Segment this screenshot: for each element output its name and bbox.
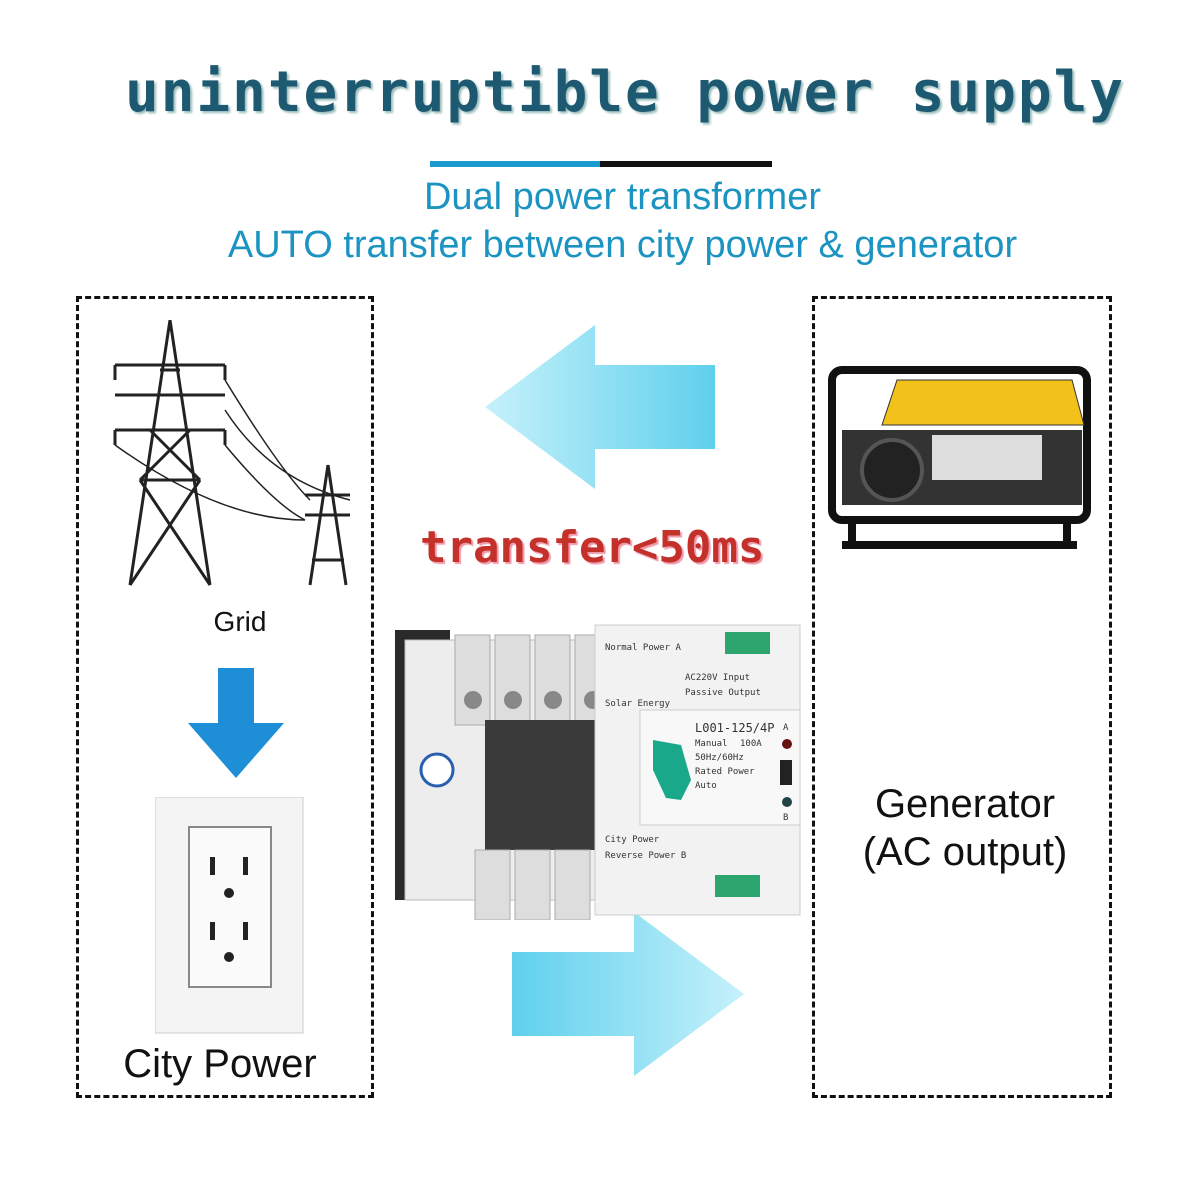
subtitle-line1: Dual power transformer xyxy=(423,176,822,218)
down-arrow-icon xyxy=(188,668,284,778)
wall-outlet-icon xyxy=(155,797,304,1034)
generator-panel xyxy=(812,296,1112,1098)
transfer-time-label: transfer<50ms xyxy=(420,522,765,573)
generator-label-line2: (AC output) xyxy=(862,830,1068,874)
model-text: L001-125/4P xyxy=(695,721,774,735)
rated-power-text: Rated Power xyxy=(695,767,755,777)
indicator-a-text: A xyxy=(783,723,789,733)
city-power-label: City Power xyxy=(123,1042,317,1086)
power-tower-icon xyxy=(113,320,351,586)
reverse-power-text: Reverse Power B xyxy=(605,851,686,861)
subtitle-line2: AUTO transfer between city power & gener… xyxy=(227,224,1018,266)
grid-label: Grid xyxy=(213,606,267,637)
indicator-b-text: B xyxy=(783,813,788,823)
manual-text: Manual xyxy=(695,739,728,749)
generator-icon xyxy=(828,366,1091,549)
transfer-switch-device: Normal Power A AC220V Input Passive Outp… xyxy=(395,624,801,920)
output-text: Passive Output xyxy=(685,688,761,698)
page-title: uninterruptible power supply xyxy=(124,60,1125,125)
city-power-device-text: City Power xyxy=(605,835,660,845)
solar-energy-text: Solar Energy xyxy=(605,699,671,709)
auto-text: Auto xyxy=(695,781,717,791)
title-underline-black xyxy=(600,161,772,167)
normal-power-text: Normal Power A xyxy=(605,643,681,653)
left-arrow-icon xyxy=(485,325,715,489)
current-text: 100A xyxy=(740,739,762,749)
frequency-text: 50Hz/60Hz xyxy=(695,753,744,763)
right-arrow-icon xyxy=(512,912,744,1076)
input-text: AC220V Input xyxy=(685,673,750,683)
city-power-panel xyxy=(76,296,374,1098)
generator-label: Generator (AC output) xyxy=(815,780,1115,876)
generator-label-line1: Generator xyxy=(874,782,1056,826)
title-underline-blue xyxy=(430,161,600,167)
